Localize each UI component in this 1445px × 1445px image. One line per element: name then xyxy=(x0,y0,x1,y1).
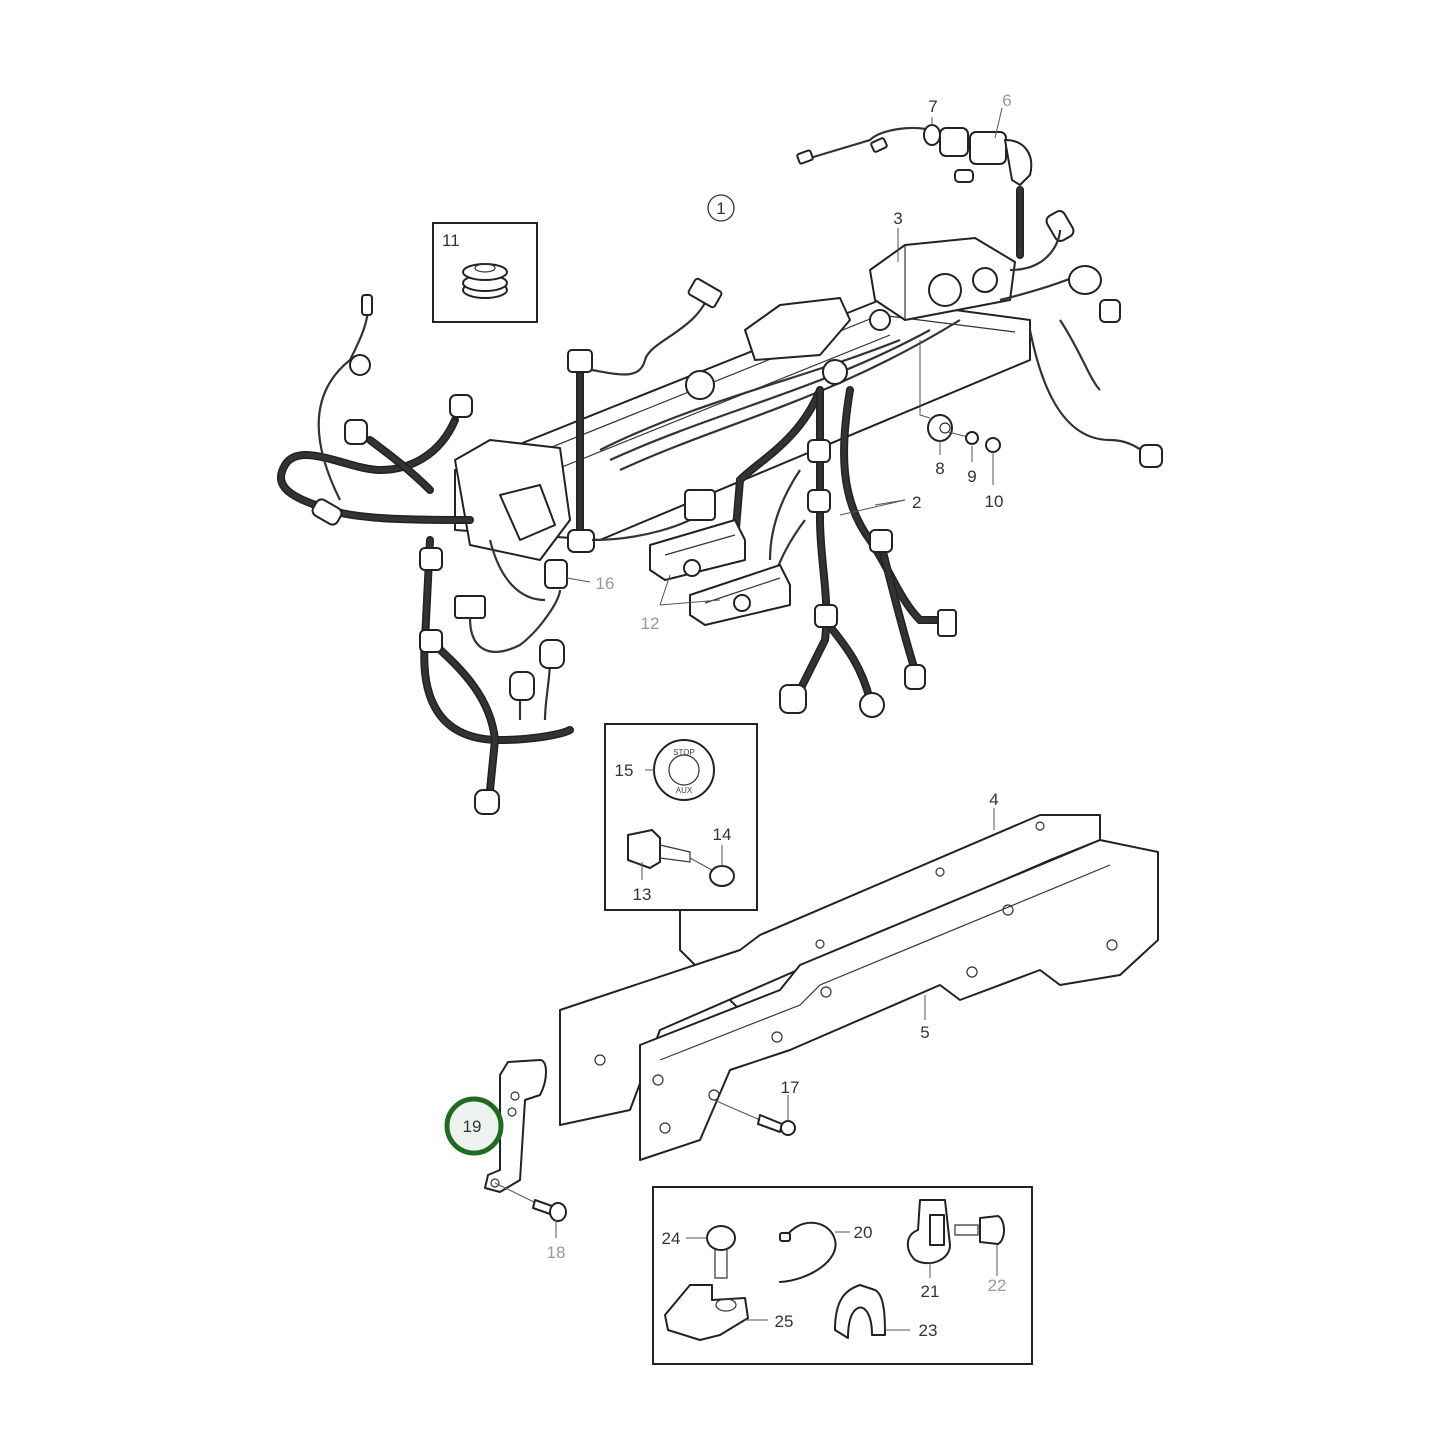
callout-25: 25 xyxy=(775,1312,794,1331)
harness-conduits xyxy=(567,277,723,553)
callout-15: 15 xyxy=(615,761,634,780)
callout-8: 8 xyxy=(935,459,944,478)
callout-13: 13 xyxy=(633,885,652,904)
callout-21: 21 xyxy=(921,1282,940,1301)
callout-14: 14 xyxy=(713,825,732,844)
harness-housing xyxy=(454,237,1031,561)
callout-3: 3 xyxy=(893,209,902,228)
svg-text:AUX: AUX xyxy=(676,786,693,795)
callout-22: 22 xyxy=(988,1276,1007,1295)
harness-left-branch xyxy=(277,294,574,815)
callout-5: 5 xyxy=(920,1023,929,1042)
callout-9: 9 xyxy=(967,467,976,486)
svg-text:STOP: STOP xyxy=(673,748,695,757)
fasteners-8-9-10 xyxy=(927,414,1001,453)
bracket-19 xyxy=(484,1059,567,1222)
callout-12: 12 xyxy=(641,614,660,633)
callout-2: 2 xyxy=(912,493,921,512)
callout-24: 24 xyxy=(662,1229,681,1248)
callout-7: 7 xyxy=(928,97,937,116)
callout-23: 23 xyxy=(919,1321,938,1340)
callout-6: 6 xyxy=(1002,91,1011,110)
bolt-17 xyxy=(713,1099,796,1136)
connector-6-assembly xyxy=(796,124,1163,468)
connectors-12 xyxy=(649,519,791,626)
callout-4: 4 xyxy=(989,790,998,809)
harness-middle-branches xyxy=(731,386,957,718)
callout-18: 18 xyxy=(547,1243,566,1262)
callout-11: 11 xyxy=(442,231,460,250)
highlight-ring-19[interactable] xyxy=(444,1096,504,1156)
callout-16: 16 xyxy=(596,574,615,593)
callout-1: 1 xyxy=(716,199,725,218)
callout-19[interactable]: 19 xyxy=(463,1117,482,1136)
callout-labels: 1 2 3 4 5 6 7 8 9 10 11 12 13 14 15 16 1… xyxy=(442,91,1012,1340)
fastener-inset xyxy=(652,1186,1033,1365)
group-marker-circle xyxy=(707,194,735,222)
callout-20: 20 xyxy=(854,1223,873,1242)
callout-17: 17 xyxy=(781,1078,800,1097)
mounting-rail-5 xyxy=(639,839,1159,1161)
grommet-inset xyxy=(432,222,538,323)
callout-10: 10 xyxy=(985,492,1004,511)
